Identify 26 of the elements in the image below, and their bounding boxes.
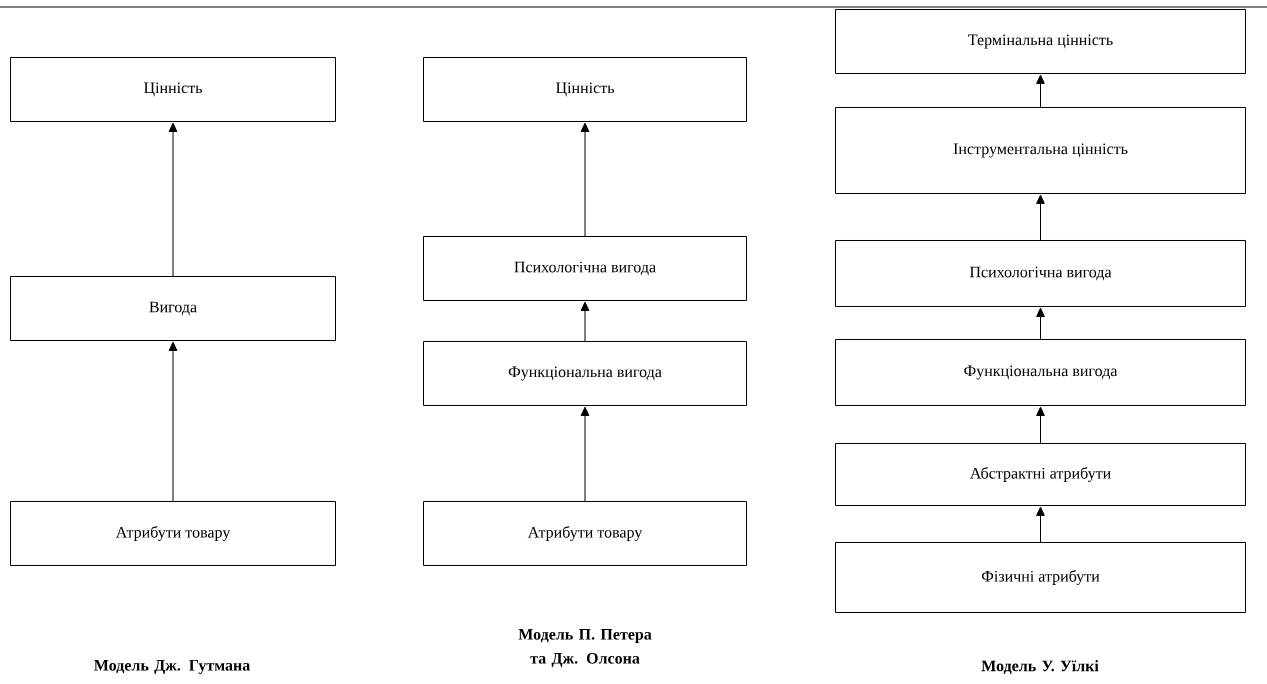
process-box: Функціональна вигода (423, 341, 747, 406)
caption: Модель У. Уїлкі (981, 660, 1099, 674)
arrow (1036, 194, 1045, 241)
caption: Модель П. Петера та Дж. Олсона (518, 629, 652, 667)
process-box: Атрибути товару (10, 501, 336, 566)
process-box: Абстрактні атрибути (835, 443, 1246, 506)
process-box: Вигода (10, 276, 336, 341)
arrow (1036, 307, 1045, 340)
arrow (1036, 506, 1045, 543)
arrow (580, 122, 590, 237)
process-box: Інструментальна цінність (835, 107, 1246, 194)
process-box: Термінальна цінність (835, 9, 1246, 74)
arrow (168, 122, 178, 277)
process-box: Фізичні атрибути (835, 542, 1246, 613)
arrow (580, 406, 590, 502)
process-box: Функціональна вигода (835, 339, 1246, 406)
process-box: Психологічна вигода (423, 236, 747, 301)
arrow (168, 341, 178, 502)
process-box: Цінність (10, 57, 336, 122)
process-box: Цінність (423, 57, 747, 122)
arrow (1036, 406, 1045, 444)
arrow (1036, 74, 1045, 108)
caption: Модель Дж. Гутмана (94, 660, 250, 674)
process-box: Психологічна вигода (835, 240, 1246, 307)
process-box: Атрибути товару (423, 501, 747, 566)
arrow (580, 301, 590, 342)
